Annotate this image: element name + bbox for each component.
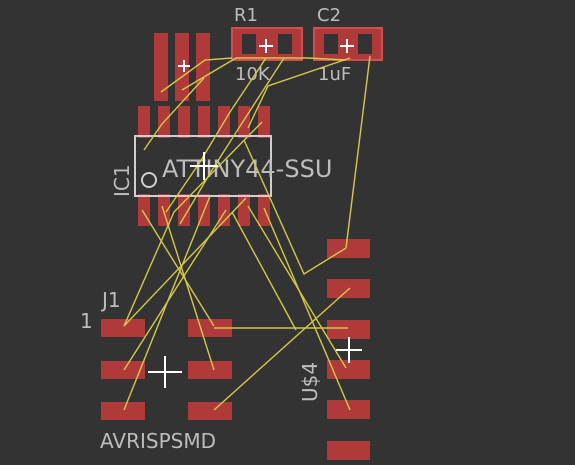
- airwire[interactable]: [213, 287, 351, 411]
- origin-cross-icon: [340, 39, 354, 53]
- airwire[interactable]: [179, 57, 285, 225]
- airwires[interactable]: [123, 55, 371, 411]
- j1-pin-one-label: 1: [80, 309, 93, 333]
- airwire[interactable]: [247, 205, 347, 369]
- c2-gap: [358, 34, 372, 54]
- airwire[interactable]: [161, 205, 215, 371]
- origin-cross-icons: [148, 39, 362, 388]
- u4-ref-label: U$4: [298, 362, 322, 402]
- airwire[interactable]: [165, 57, 267, 213]
- airwire[interactable]: [231, 211, 297, 331]
- airwire[interactable]: [243, 139, 347, 276]
- ic1-body-outline: [134, 135, 272, 197]
- airwire[interactable]: [263, 207, 351, 411]
- r1-gap: [242, 34, 256, 54]
- r1-value-label: 10K: [235, 64, 271, 85]
- pin-one-marker-icon: [141, 172, 157, 188]
- origin-cross-icon: [190, 152, 218, 180]
- component-r1[interactable]: R1 10K: [231, 5, 303, 85]
- header-pad[interactable]: [154, 33, 168, 101]
- c2-ref-label: C2: [317, 5, 341, 26]
- r1-gap: [278, 34, 292, 54]
- airwire[interactable]: [345, 55, 371, 249]
- airwire[interactable]: [123, 195, 211, 411]
- airwire[interactable]: [160, 57, 233, 93]
- origin-cross-icon: [148, 356, 182, 388]
- c2-gap: [324, 34, 338, 54]
- airwire[interactable]: [181, 57, 347, 91]
- airwire[interactable]: [123, 197, 247, 327]
- origin-cross-icon: [336, 337, 362, 363]
- origin-cross-icon: [178, 60, 190, 72]
- origin-cross-icon: [259, 39, 273, 53]
- j1-value-label: AVRISPSMD: [100, 429, 216, 453]
- airwire[interactable]: [123, 209, 227, 371]
- airwire[interactable]: [141, 209, 215, 327]
- airwire[interactable]: [143, 77, 205, 151]
- header-pad[interactable]: [196, 33, 210, 101]
- c2-value-label: 1uF: [318, 64, 351, 85]
- r1-ref-label: R1: [234, 5, 258, 26]
- airwire[interactable]: [123, 121, 263, 327]
- ic1-value-label: ATTINY44-SSU: [162, 155, 332, 183]
- airwire[interactable]: [247, 57, 351, 129]
- j1-ref-label: J1: [100, 288, 121, 312]
- ic1-ref-label: IC1: [110, 164, 134, 197]
